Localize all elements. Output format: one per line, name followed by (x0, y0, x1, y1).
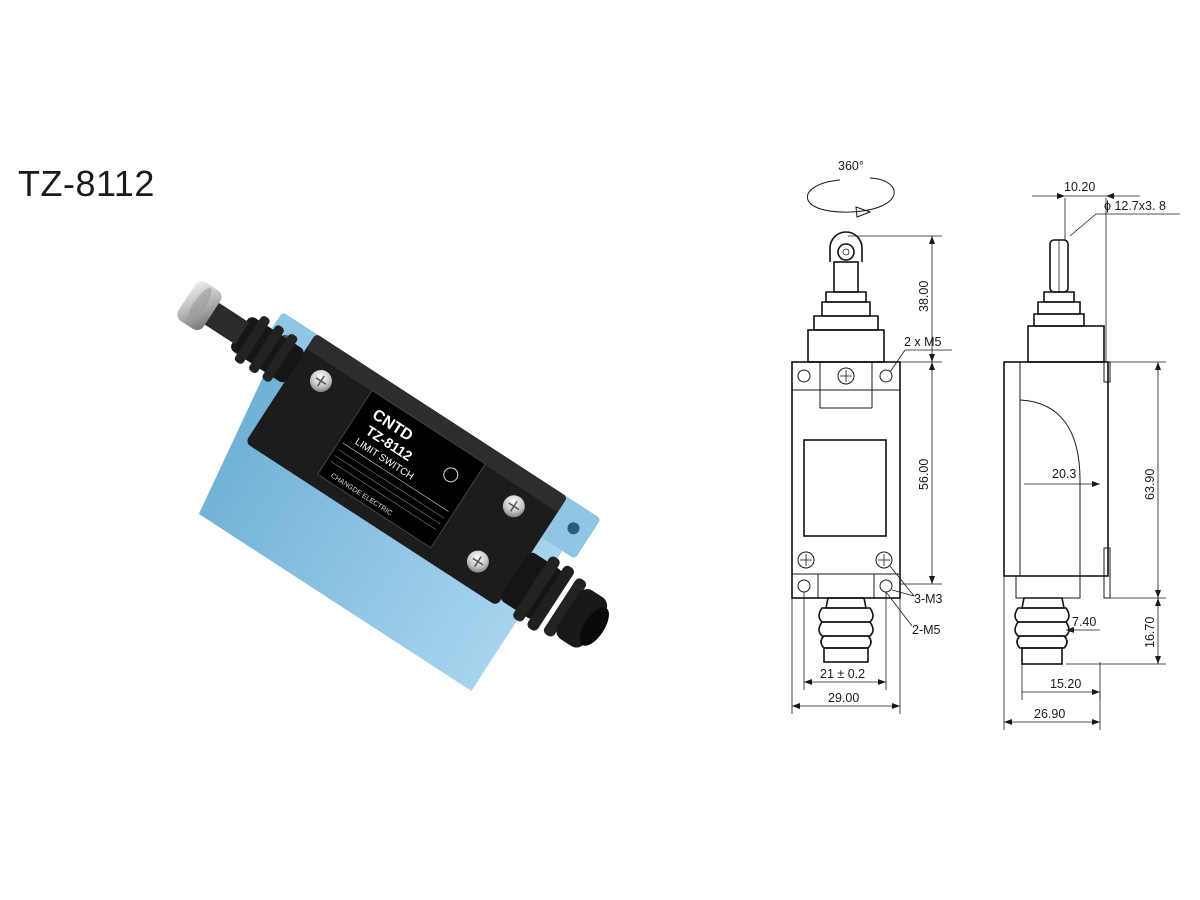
dim-roller-height: 38.00 (917, 281, 931, 312)
dim-side-height: 63.90 (1143, 469, 1157, 500)
mount-hole-icon (879, 579, 893, 593)
roller-icon (177, 281, 250, 345)
label-window (803, 439, 887, 537)
actuator-boot (231, 316, 304, 383)
ce-mark-icon (443, 467, 459, 483)
side-view: 10.20 ϕ 12.7x3. 8 20.3 63.90 16.70 (1003, 180, 1180, 730)
dim-inner-width: 20.3 (1052, 467, 1076, 481)
mount-hole-icon (567, 522, 580, 535)
dim-roller-offset: 10.20 (1064, 180, 1095, 194)
dim-body-height: 56.00 (917, 459, 931, 490)
dim-hole-spacing: 21 ± 0.2 (820, 667, 865, 681)
dim-mount-top: 2 x M5 (904, 335, 942, 349)
dim-bottom-width: 15.20 (1050, 677, 1081, 691)
screw-icon (875, 551, 893, 569)
model-title: TZ-8112 (18, 163, 155, 204)
cable-gland (501, 552, 609, 648)
mount-hole-icon (797, 369, 811, 383)
dim-total-width: 26.90 (1034, 707, 1065, 721)
dim-plunger: 7.40 (1072, 615, 1096, 629)
rotation-label: 360° (838, 159, 864, 173)
dim-screws: 3-M3 (914, 592, 943, 606)
dim-roller-size: ϕ 12.7x3. 8 (1104, 199, 1166, 213)
rotation-indicator: 360° (807, 159, 895, 218)
dimension-drawing: 360° (791, 159, 1180, 730)
limit-switch-photo: CNTD TZ-8112 LIMIT SWITCH CHANGDE ELECTR… (177, 281, 609, 691)
mount-hole-icon (879, 369, 893, 383)
front-view: 38.00 2 x M5 56.00 3-M3 2-M5 21 ± 0.2 (791, 231, 952, 714)
mount-hole-icon (797, 579, 811, 593)
screw-icon (797, 551, 815, 569)
dim-mount-bottom: 2-M5 (912, 623, 941, 637)
dim-bottom-height: 16.70 (1143, 617, 1157, 648)
dim-width: 29.00 (828, 691, 859, 705)
screw-icon (837, 367, 855, 385)
